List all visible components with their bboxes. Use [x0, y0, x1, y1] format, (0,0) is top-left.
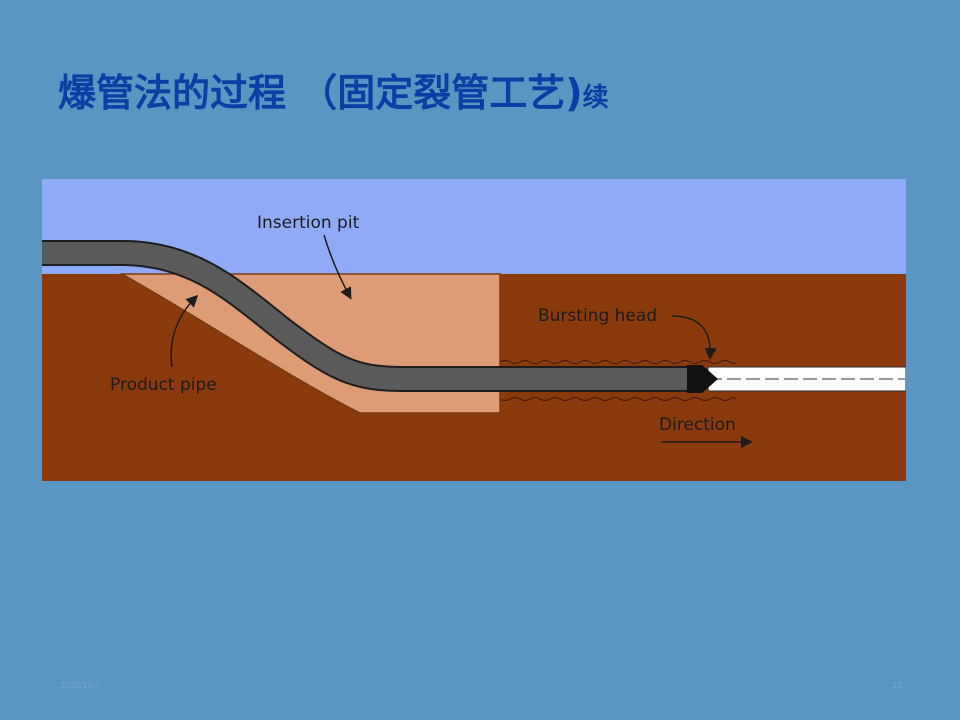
pipe-bursting-diagram: Insertion pit Product pipe Bursting head…: [42, 179, 906, 481]
label-bursting-head: Bursting head: [538, 306, 657, 326]
product-pipe-fill: [42, 242, 687, 390]
bursting-head-leader: [671, 315, 717, 360]
label-product-pipe: Product pipe: [110, 375, 217, 395]
diagram-svg: Insertion pit Product pipe Bursting head…: [42, 179, 906, 481]
footer-page-number: 13: [891, 680, 902, 690]
slide-title-suffix: 续: [582, 83, 609, 113]
product-pipe-leader: [170, 294, 199, 368]
insertion-pit-leader: [323, 234, 352, 300]
label-direction: Direction: [659, 415, 736, 435]
existing-pipe: [707, 366, 906, 392]
slide-title: 爆管法的过程 （固定裂管工艺)续: [58, 58, 918, 128]
label-insertion-pit: Insertion pit: [257, 213, 360, 233]
slide-title-main: 爆管法的过程 （固定裂管工艺): [58, 71, 583, 115]
fractured-soil-zone: [499, 360, 736, 401]
footer-date: 2020/10/7: [60, 680, 101, 690]
bursting-head: [687, 365, 718, 393]
